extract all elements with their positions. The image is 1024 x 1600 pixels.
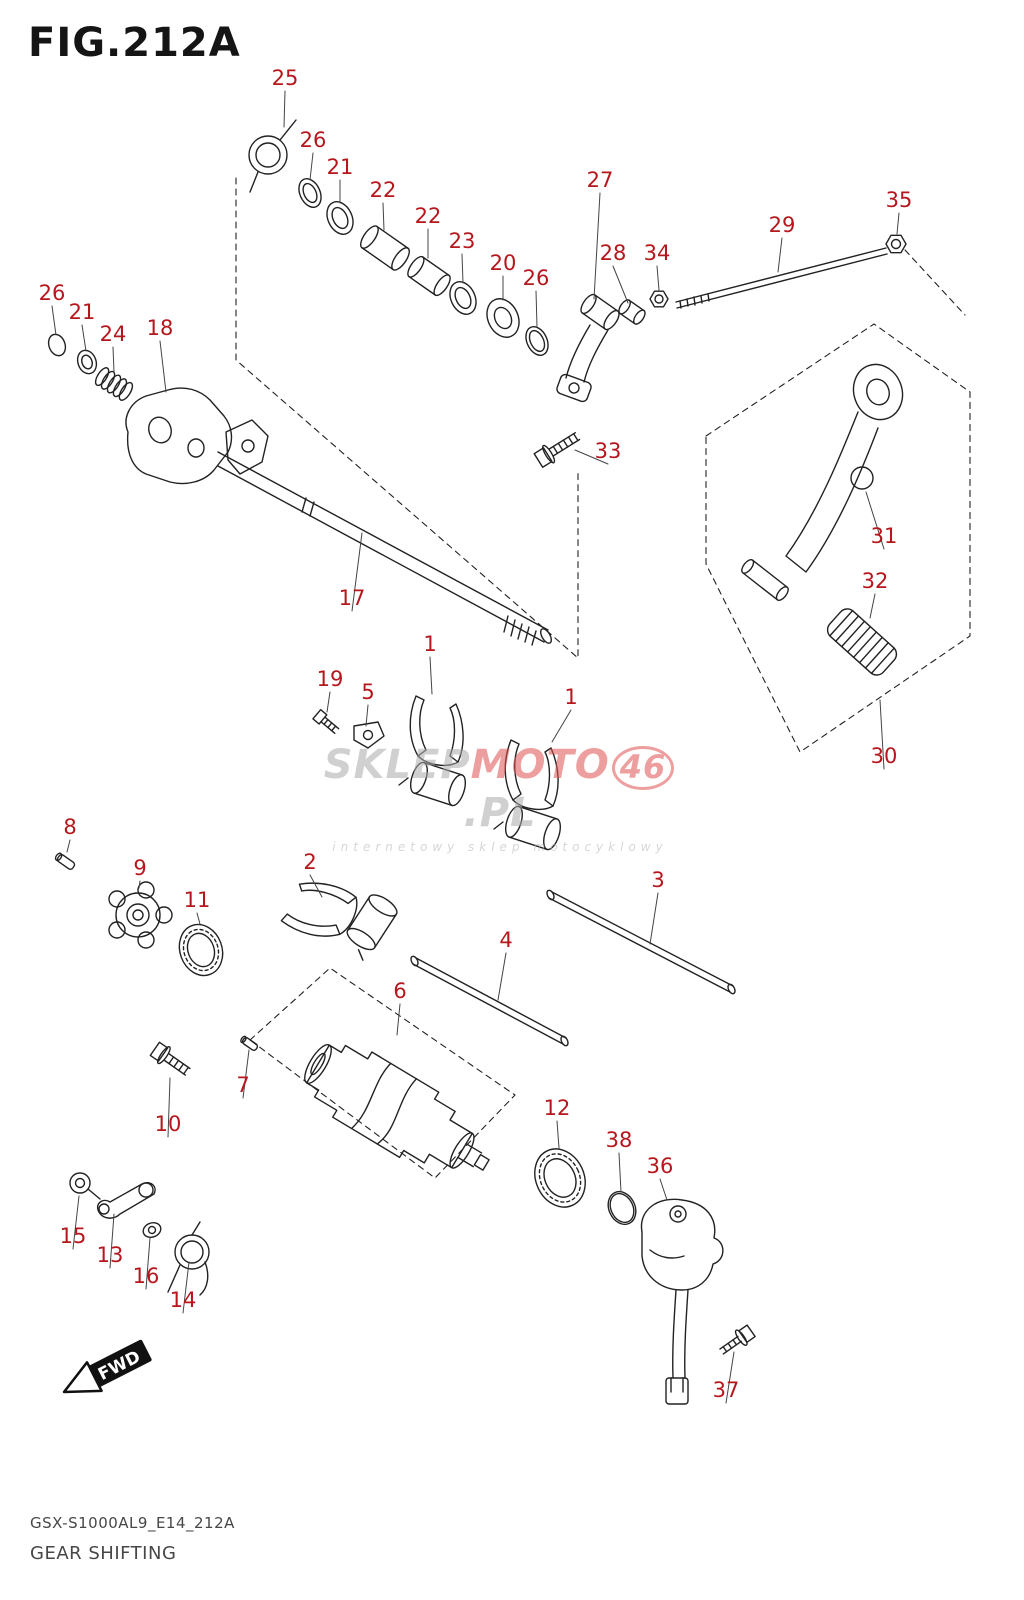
part-bolt-15 <box>69 1172 101 1200</box>
part-spring-14 <box>167 1221 210 1296</box>
part-gearshift-shaft-17 <box>217 451 552 646</box>
part-washer-20 <box>486 298 520 338</box>
part-circlip-26-left <box>47 333 67 357</box>
part-washer-16 <box>142 1222 162 1238</box>
leader-lines <box>51 90 900 1404</box>
part-bearing-12 <box>534 1148 586 1208</box>
part-bolt-37 <box>719 1324 756 1355</box>
part-shift-cam-drum-6 <box>304 1043 490 1171</box>
fwd-arrow: FWD <box>62 1339 152 1394</box>
part-gear-position-switch-36 <box>640 1198 724 1405</box>
figure-title: FIG.212A <box>28 20 241 66</box>
part-bolt-33 <box>533 432 581 468</box>
part-washer-21-top <box>326 201 354 235</box>
part-nut-35 <box>885 234 907 254</box>
part-fork-shaft-4 <box>410 955 569 1047</box>
part-bolt-19 <box>312 708 340 734</box>
part-pedal-rubber-32 <box>826 608 898 676</box>
part-ring-23 <box>449 281 477 315</box>
part-gearshift-lever-31 <box>741 363 904 602</box>
part-pin-7 <box>240 1035 259 1051</box>
part-torsion-spring-25 <box>248 119 297 193</box>
part-bolt-10 <box>149 1041 191 1076</box>
part-snapring-26b <box>525 326 549 356</box>
part-shift-fork-1b <box>493 739 565 853</box>
part-shift-arm-27 <box>556 293 620 403</box>
part-oring-38 <box>607 1190 637 1226</box>
part-nut-34 <box>649 290 669 308</box>
part-bushing-22a <box>360 225 410 271</box>
construction-lines <box>235 177 971 1179</box>
part-stopper-plate-5 <box>353 721 385 749</box>
part-shift-fork-1a <box>398 695 470 809</box>
part-spring-24 <box>94 367 134 401</box>
part-bearing-11 <box>178 923 224 977</box>
part-bushing-22b <box>407 255 451 297</box>
model-code: GSX-S1000AL9_E14_212A <box>30 1514 235 1532</box>
part-washer-21-left <box>76 349 98 375</box>
part-fork-shaft-3 <box>546 889 736 995</box>
part-gearshift-arm-18 <box>125 387 269 485</box>
part-stopper-arm-13 <box>96 1182 156 1219</box>
part-shift-fork-2 <box>276 869 404 967</box>
part-cam-stopper-9 <box>108 881 173 949</box>
section-title: GEAR SHIFTING <box>30 1543 177 1564</box>
part-pin-8 <box>54 852 76 870</box>
part-rod-29 <box>675 247 888 309</box>
part-pin-28 <box>618 299 646 325</box>
part-ring-26-top <box>298 178 322 208</box>
